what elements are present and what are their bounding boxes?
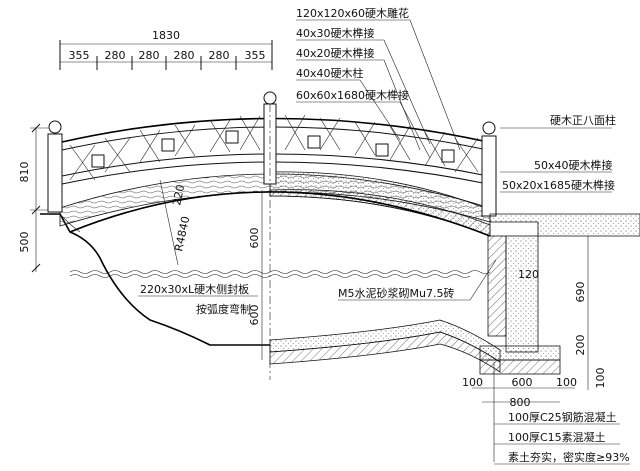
callout-50x20: 50x20x1685硬木榫接 (502, 178, 615, 192)
left-bank-profile (40, 213, 270, 346)
callout-soil: 素土夯实，密实度≥93% (508, 450, 630, 464)
dim-220: 220 (170, 183, 187, 206)
dim-seg-4: 280 (174, 49, 195, 62)
dim-right-100: 100 (594, 368, 607, 389)
masonry-callout: M5水泥砂浆砌Mu7.5砖 (338, 259, 497, 301)
dim-seg-2: 280 (105, 49, 126, 62)
callout-c15: 100厚C15素混凝土 (508, 430, 606, 444)
right-abutment (479, 213, 640, 375)
dim-seg-1: 355 (69, 49, 90, 62)
railing-lattice (69, 114, 479, 181)
dim-bottom-100a: 100 (462, 376, 483, 389)
radius-label: R4840 (172, 215, 192, 253)
carved-panels (91, 130, 455, 168)
dim-bottom-800: 800 (510, 396, 531, 409)
callout-c25: 100厚C25钢筋混凝土 (508, 410, 617, 424)
dim-810: 810 (18, 162, 31, 183)
water-surface (69, 270, 491, 274)
railing-posts (47, 91, 497, 217)
callout-40x30: 40x30硬木榫接 (296, 26, 375, 40)
dim-200: 200 (574, 335, 587, 356)
dim-total: 1830 (152, 29, 180, 42)
callout-60x60: 60x60x1680硬木榫接 (296, 88, 409, 102)
callout-carving: 120x120x60硬木雕花 (296, 6, 409, 20)
dim-seg-6: 355 (245, 49, 266, 62)
top-dim-ticks (59, 40, 273, 70)
dim-690: 690 (574, 282, 587, 303)
left-dimension-group: 810 500 (18, 123, 48, 273)
dim-center-600b: 600 (248, 305, 261, 326)
dim-seg-3: 280 (139, 49, 160, 62)
dim-bottom-100b: 100 (556, 376, 577, 389)
label-side-board-2: 按弧度弯制 (196, 302, 251, 316)
label-masonry: M5水泥砂浆砌Mu7.5砖 (338, 286, 454, 300)
top-callouts: 120x120x60硬木雕花 40x30硬木榫接 40x20硬木榫接 40x40… (296, 6, 461, 159)
callout-50x40: 50x40硬木榫接 (534, 158, 613, 172)
dim-500: 500 (18, 232, 31, 253)
right-callouts: 硬木正八面柱 50x40硬木榫接 50x20x1685硬木榫接 (500, 113, 616, 193)
callout-40x20: 40x20硬木榫接 (296, 46, 375, 60)
bottom-callouts: 100厚C25钢筋混凝土 100厚C15素混凝土 素土夯实，密实度≥93% (493, 362, 630, 465)
callout-octagonal-post: 硬木正八面柱 (550, 113, 616, 127)
top-dimension-group: 1830 355 280 280 280 280 355 (59, 29, 273, 70)
label-side-board: 220x30xL硬木侧封板 (140, 282, 249, 296)
dim-bottom-600: 600 (512, 376, 533, 389)
callout-40x40: 40x40硬木柱 (296, 66, 364, 80)
side-board-callout: 220x30xL硬木侧封板 按弧度弯制 (138, 282, 258, 316)
dim-center-600a: 600 (248, 228, 261, 249)
dim-seg-5: 280 (209, 49, 230, 62)
dim-120: 120 (518, 268, 539, 281)
